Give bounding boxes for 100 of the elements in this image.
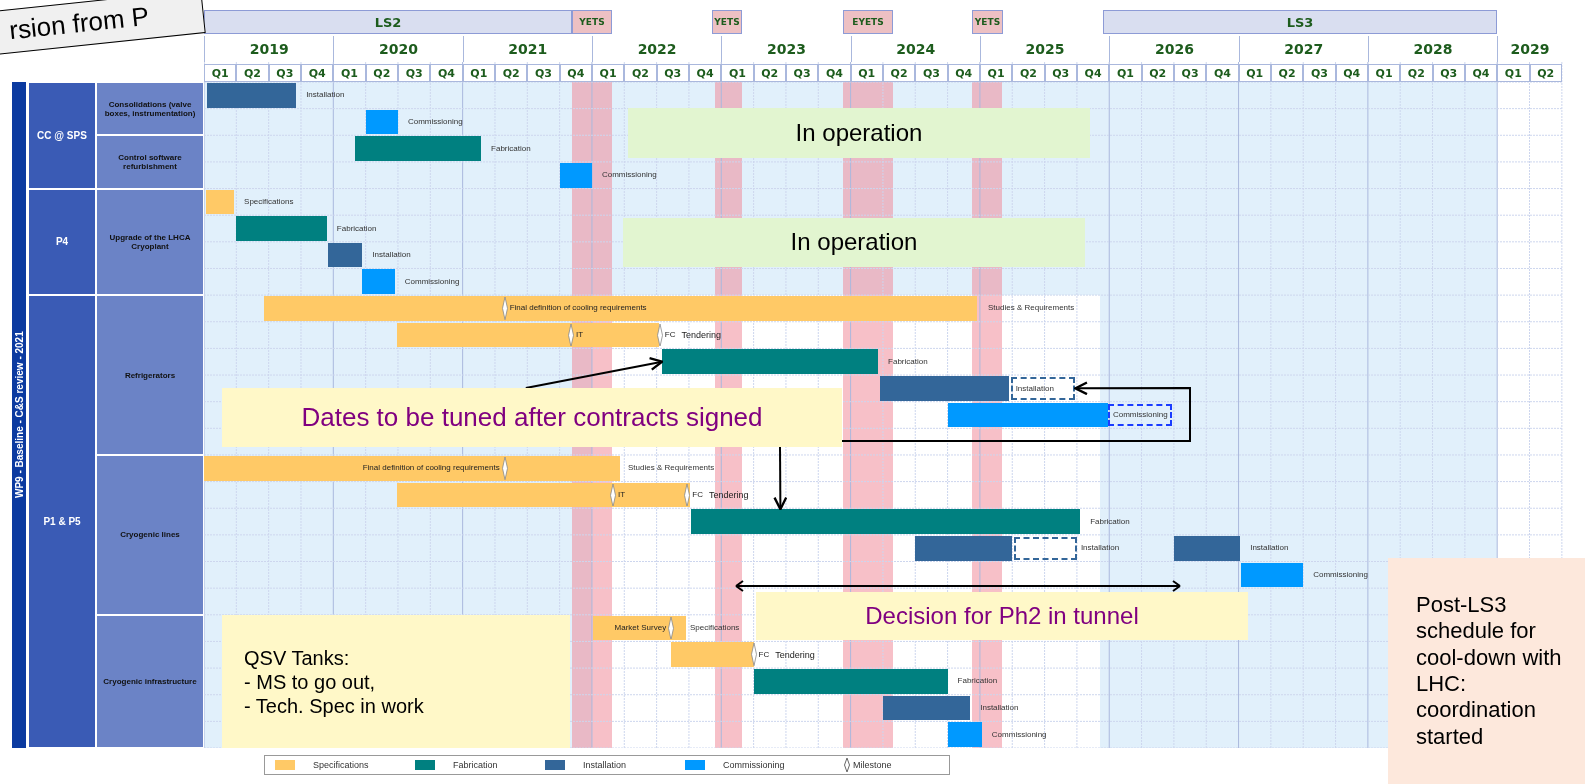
task-group-header: Cryogenic lines [96, 454, 204, 615]
quarter-header: Q4 [559, 64, 592, 82]
callout-note: Decision for Ph2 in tunnel [756, 592, 1248, 640]
quarter-header: Q1 [333, 64, 366, 82]
quarter-header: Q3 [1303, 64, 1336, 82]
task-label: Fabrication [1090, 516, 1130, 527]
quarter-header: Q3 [656, 64, 689, 82]
task-label: Installation [306, 90, 345, 101]
phase-header: LS3 [1103, 10, 1497, 34]
note-item: - Tech. Spec in work [244, 693, 425, 718]
legend-label: Milestone [853, 760, 892, 770]
task-label: Commissioning [1313, 569, 1368, 580]
milestone-label: IT [575, 330, 584, 341]
year-header: 2029 [1497, 36, 1562, 62]
quarter-header: Q2 [1529, 64, 1562, 82]
quarter-header: Q3 [1432, 64, 1465, 82]
quarter-header: Q4 [430, 64, 463, 82]
task-group-header: Control software refurbishment [96, 135, 204, 189]
milestone-label: Market Survey [614, 623, 667, 634]
task-group-header: Consolidations (valve boxes, instrumentation) [96, 82, 204, 136]
task-group-header: Cryogenic infrastructure [96, 614, 204, 748]
year-header: 2027 [1238, 36, 1368, 62]
milestone-label: FC [692, 489, 703, 500]
quarter-header: Q4 [1335, 64, 1368, 82]
placeholder-frame: Installation [1010, 377, 1076, 400]
quarter-header: Q2 [494, 64, 528, 82]
quarter-header: Q3 [915, 64, 948, 82]
work-package-band: WP9 - Baseline - C&S review - 2021 [12, 82, 26, 748]
task-group-header: Refrigerators [96, 295, 204, 455]
year-header: 2026 [1109, 36, 1239, 62]
quarter-header: Q1 [979, 64, 1013, 82]
year-header: 2022 [591, 36, 722, 62]
callout-note: In operation [628, 108, 1090, 158]
phase-header: YETS [972, 10, 1003, 34]
callout-note: In operation [623, 218, 1085, 267]
legend-label: Installation [583, 760, 627, 770]
phase-header: EYETS [843, 10, 893, 34]
quarter-header: Q2 [624, 64, 657, 82]
task-label: Tendering [681, 330, 722, 341]
quarter-header: Q2 [1270, 64, 1304, 82]
note-heading: QSV Tanks: [244, 645, 351, 670]
quarter-header: Q2 [236, 64, 269, 82]
quarter-header: Q3 [785, 64, 819, 82]
quarter-header: Q4 [1206, 64, 1239, 82]
task-label: Tendering [775, 649, 815, 660]
callout-note [222, 615, 570, 748]
quarter-header: Q4 [818, 64, 851, 82]
quarter-header: Q2 [1012, 64, 1045, 82]
year-header: 2023 [721, 36, 851, 62]
milestone-label: Final definition of cooling requirements [362, 463, 500, 474]
quarter-header: Q3 [1173, 64, 1207, 82]
arrow [773, 446, 788, 511]
milestone-label: Final definition of cooling requirements [509, 303, 647, 314]
quarter-header: Q2 [1400, 64, 1433, 82]
year-header: 2021 [462, 36, 592, 62]
year-header: 2024 [850, 36, 980, 62]
arrow [841, 381, 1191, 443]
task-label: Commissioning [601, 170, 657, 181]
quarter-header: Q1 [1238, 64, 1271, 82]
year-header: 2028 [1367, 36, 1498, 62]
phase-header: YETS [712, 10, 742, 34]
quarter-header: Q4 [301, 64, 334, 82]
task-label: Installation [1080, 543, 1120, 554]
quarter-header: Q1 [850, 64, 883, 82]
quarter-header: Q1 [591, 64, 625, 82]
quarter-header: Q1 [721, 64, 754, 82]
quarter-header: Q2 [1141, 64, 1174, 82]
legend-label: Fabrication [453, 760, 498, 770]
quarter-header: Q1 [204, 64, 237, 82]
legend-label: Specifications [313, 760, 369, 770]
quarter-header: Q3 [397, 64, 431, 82]
callout-note: Dates to be tuned after contracts signed [222, 388, 842, 447]
quarter-header: Q1 [1109, 64, 1142, 82]
quarter-header: Q3 [1044, 64, 1077, 82]
task-label: Specifications [690, 623, 740, 634]
quarter-header: Q4 [688, 64, 722, 82]
placeholder-frame: Commissioning [1107, 403, 1173, 427]
arrow [524, 357, 664, 389]
year-header: 2020 [333, 36, 463, 62]
sticky-note: rsion from P [0, 0, 206, 55]
phase-header: YETS [572, 10, 612, 34]
milestone-label: FC [664, 330, 676, 341]
quarter-header: Q1 [1367, 64, 1401, 82]
quarter-header: Q3 [268, 64, 301, 82]
quarter-header: Q3 [527, 64, 560, 82]
task-label: Tendering [709, 489, 749, 500]
quarter-header: Q2 [365, 64, 398, 82]
task-label: Installation [980, 703, 1019, 714]
task-label: Commissioning [404, 276, 460, 287]
legend-label: Commissioning [723, 760, 785, 770]
task-label: Installation [372, 250, 411, 261]
task-label: Installation [1250, 543, 1289, 554]
area-header: P1 & P5 [28, 295, 96, 748]
callout-note: Post-LS3 schedule for cool-down with LHC: coordination started [1388, 558, 1585, 784]
milestone-label: IT [617, 489, 626, 500]
task-label: Commissioning [407, 116, 463, 127]
quarter-header: Q4 [947, 64, 980, 82]
quarter-header: Q1 [462, 64, 495, 82]
quarter-header: Q2 [753, 64, 786, 82]
year-header: 2019 [204, 36, 334, 62]
